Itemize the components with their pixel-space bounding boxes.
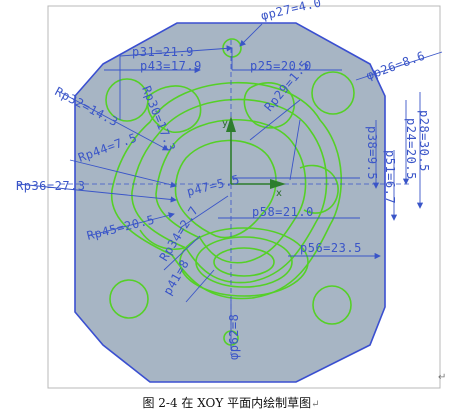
axes <box>226 116 286 189</box>
contour-4 <box>174 139 277 239</box>
hole-upper-right <box>311 71 355 115</box>
dimension-label: p43=17.9 <box>140 59 202 73</box>
dimension-label: Rp36=27.3 <box>16 179 86 193</box>
dimension-label: p28=30.5 <box>417 110 431 172</box>
dimension-lines <box>17 23 443 350</box>
dimension-label: p58=21.0 <box>252 205 314 219</box>
hole-lower-right <box>312 285 352 325</box>
sketch-profiles <box>105 38 355 346</box>
bulge-right <box>299 164 339 214</box>
center-lines <box>60 40 410 355</box>
figure-caption: 图 2-4 在 XOY 平面内绘制草图↵ <box>0 394 462 411</box>
dimension-label: p24=20.5 <box>404 118 418 180</box>
ellipse-lower-2 <box>195 236 293 288</box>
dimension-label: p31=21.9 <box>132 45 194 59</box>
ellipse-lower-1 <box>179 227 309 297</box>
paragraph-mark: ↵ <box>311 399 320 410</box>
dimension-label: p25=20.0 <box>250 59 312 73</box>
dimension-label: p38=9.5 <box>365 126 379 180</box>
hole-lower-left <box>109 279 149 319</box>
dimension-label: φp62=8 <box>227 314 241 360</box>
plate-outline <box>74 22 386 383</box>
lobe-right <box>243 82 295 129</box>
contour-2 <box>131 98 328 284</box>
lobe-left <box>147 85 202 133</box>
paragraph-mark: ↵ <box>438 372 447 383</box>
bulge-left <box>139 229 185 250</box>
dimension-label: p51=6.7 <box>383 150 397 204</box>
caption-text: 图 2-4 在 XOY 平面内绘制草图 <box>142 396 312 410</box>
dimension-label: p56=23.5 <box>300 241 362 255</box>
axis-label-x: x <box>276 188 282 199</box>
axis-label-y: y <box>222 118 228 129</box>
ellipse-lower-3 <box>213 247 275 277</box>
